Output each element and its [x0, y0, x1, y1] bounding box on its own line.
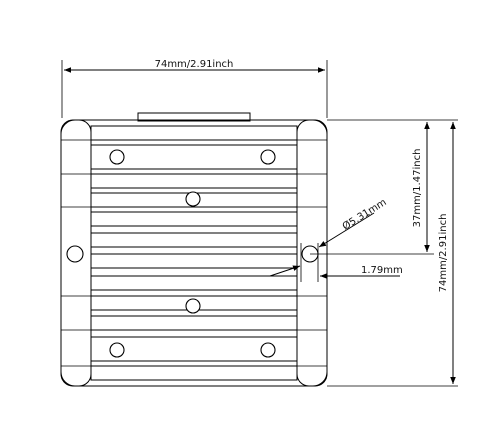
right-extension-lines	[310, 119, 458, 387]
hole-top-right	[260, 149, 276, 165]
hole-top-left	[109, 149, 125, 165]
hole-bottom-right	[260, 342, 276, 358]
heatsink-body	[60, 112, 328, 387]
height-dimension: 74mm/2.91inch	[438, 122, 456, 384]
hole-upper-center	[185, 191, 201, 207]
hole-lower-center	[185, 298, 201, 314]
hole-diameter-label: Ø5.31mm	[340, 196, 388, 232]
hole-offset-label: 1.79mm	[361, 265, 403, 276]
hole-bottom-left	[109, 342, 125, 358]
half-height-label: 37mm/1.47inch	[412, 149, 423, 228]
rail-lines	[61, 139, 327, 367]
width-dimension: 74mm/2.91inch	[61, 59, 328, 118]
height-label: 74mm/2.91inch	[438, 214, 449, 293]
width-label: 74mm/2.91inch	[155, 59, 234, 70]
half-height-dimension: 37mm/1.47inch	[412, 122, 430, 252]
hole-left-middle	[66, 245, 84, 263]
hole-offset-dimension: 1.79mm	[269, 243, 403, 282]
hole-diameter-callout: Ø5.31mm	[318, 196, 389, 248]
